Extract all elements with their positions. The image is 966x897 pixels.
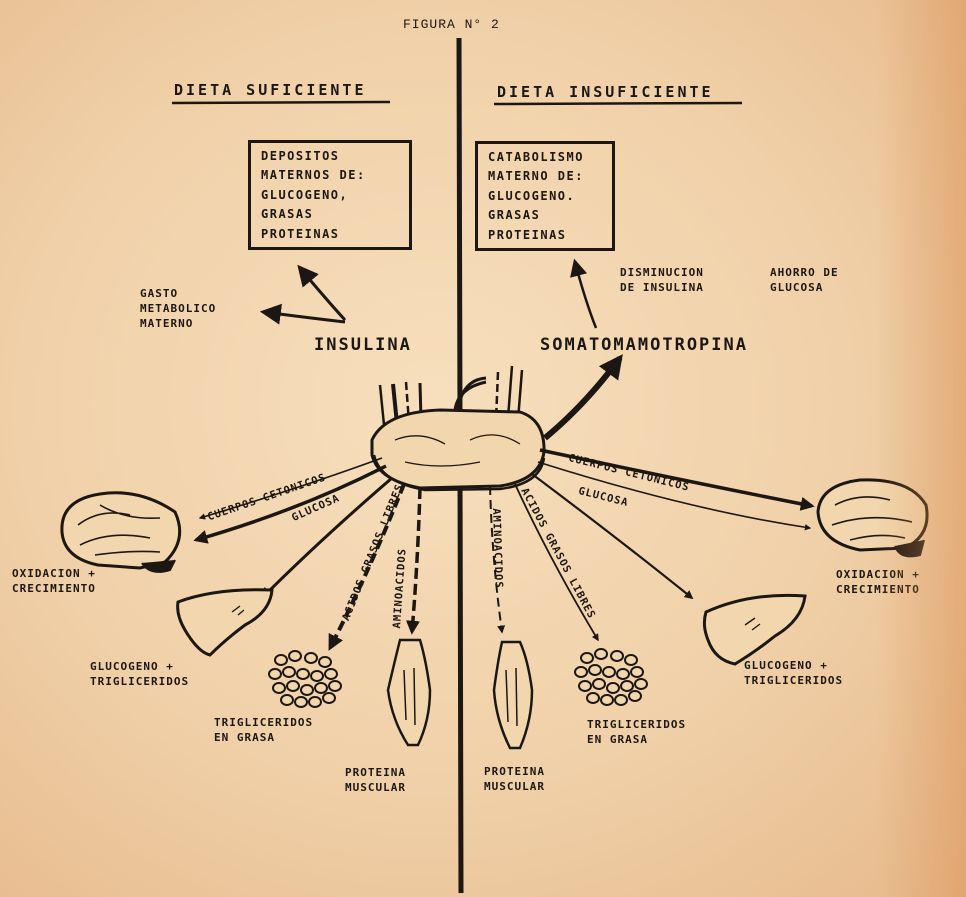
fat-cell (635, 679, 647, 689)
fat-cell (301, 685, 313, 695)
fat-cell (625, 655, 637, 665)
fat-cell (283, 667, 295, 677)
right-fat-label: TRIGLICERIDOS EN GRASA (587, 718, 686, 748)
left-box-line: GRASAS (261, 205, 399, 224)
fat-cell (305, 653, 317, 663)
fat-cell (319, 657, 331, 667)
fat-cell (579, 681, 591, 691)
fat-cell (607, 683, 619, 693)
left-muscle-label: PROTEINA MUSCULAR (345, 766, 406, 796)
fat-cell (309, 697, 321, 707)
fat-cells-icon (575, 649, 647, 705)
fat-cell (629, 691, 641, 701)
left-box: DEPOSITOS MATERNOS DE: GLUCOGENO, GRASAS… (248, 140, 412, 250)
right-brain-label: OXIDACION + CRECIMIENTO (836, 568, 920, 598)
brain-icon (818, 480, 927, 556)
left-liver-label: GLUCOGENO + TRIGLICERIDOS (90, 660, 189, 690)
fat-cell (615, 695, 627, 705)
right-box-line: MATERNO DE: (488, 167, 602, 186)
liver-icon (178, 590, 272, 655)
fat-cell (589, 665, 601, 675)
somatomamotropina-label: SOMATOMAMOTROPINA (540, 334, 748, 357)
left-box-line: GLUCOGENO, (261, 186, 399, 205)
fat-cell (325, 669, 337, 679)
fat-cell (329, 681, 341, 691)
fat-cell (281, 695, 293, 705)
right-muscle-label: PROTEINA MUSCULAR (484, 765, 545, 795)
fat-cell (587, 693, 599, 703)
right-box-line: GRASAS (488, 206, 602, 225)
muscle-icon (494, 642, 532, 748)
fat-cell (289, 651, 301, 661)
fat-cell (611, 651, 623, 661)
right-box-line: CATABOLISMO (488, 148, 602, 167)
fat-cell (631, 667, 643, 677)
left-heading-underline (172, 102, 390, 103)
figure-title: FIGURA N° 2 (403, 16, 500, 34)
insulina-label: INSULINA (314, 334, 412, 357)
fat-cell (581, 653, 593, 663)
liver-icon (704, 595, 805, 664)
fat-cell (621, 681, 633, 691)
fat-cell (311, 671, 323, 681)
fat-cell (275, 655, 287, 665)
fat-cell (323, 693, 335, 703)
left-box-line: DEPOSITOS (261, 147, 399, 166)
fat-cell (593, 679, 605, 689)
glucose-note: AHORRO DE GLUCOSA (770, 266, 839, 296)
fat-cell (595, 649, 607, 659)
fat-cell (617, 669, 629, 679)
right-box: CATABOLISMO MATERNO DE: GLUCOGENO. GRASA… (475, 141, 615, 251)
left-brain-label: OXIDACION + CRECIMIENTO (12, 567, 96, 597)
placenta-icon (372, 382, 544, 490)
gasto-label: GASTO METABOLICO MATERNO (140, 287, 216, 332)
fat-cell (315, 683, 327, 693)
fat-cell (273, 683, 285, 693)
somato-to-box-arrow (575, 262, 596, 328)
muscle-icon (388, 640, 430, 745)
left-box-line: MATERNOS DE: (261, 166, 399, 185)
fat-cell (603, 667, 615, 677)
right-heading-underline (494, 103, 742, 104)
right-liver-label: GLUCOGENO + TRIGLICERIDOS (744, 659, 843, 689)
right-box-line: PROTEINAS (488, 226, 602, 245)
insulina-to-box-arrow (300, 268, 345, 320)
insulina-to-gasto-arrow (264, 312, 345, 322)
placenta-to-somato-arrow (545, 358, 620, 438)
fat-cell (601, 695, 613, 705)
left-box-line: PROTEINAS (261, 225, 399, 244)
right-box-line: GLUCOGENO. (488, 187, 602, 206)
brain-icon (62, 493, 180, 572)
fat-cell (297, 669, 309, 679)
insulin-note: DISMINUCION DE INSULINA (620, 266, 704, 296)
right-heading: DIETA INSUFICIENTE (497, 82, 714, 102)
fat-cell (295, 697, 307, 707)
fat-cell (269, 669, 281, 679)
fat-cell (287, 681, 299, 691)
fat-cell (575, 667, 587, 677)
left-fat-label: TRIGLICERIDOS EN GRASA (214, 716, 313, 746)
fat-cells-icon (269, 651, 341, 707)
left-heading: DIETA SUFICIENTE (174, 80, 367, 100)
